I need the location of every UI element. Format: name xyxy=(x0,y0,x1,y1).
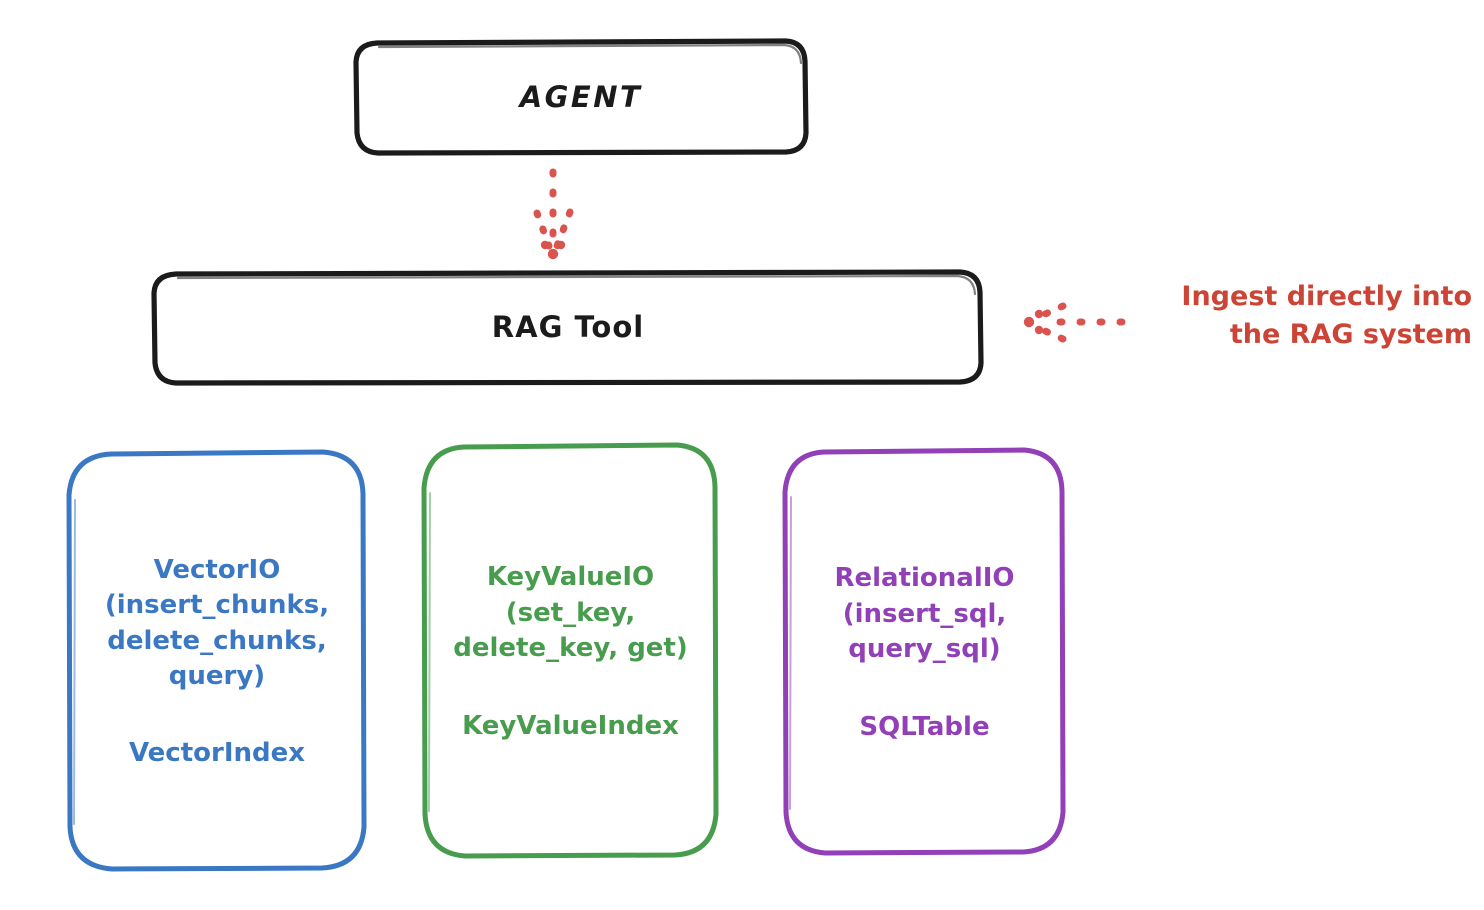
agent-box-shape xyxy=(353,38,809,156)
rag-tool-label: RAG Tool xyxy=(491,310,645,345)
key-value-io-box[interactable]: KeyValueIO (set_key, delete_key, get) Ke… xyxy=(425,445,716,856)
vector-index-label: VectorIndex xyxy=(128,738,306,769)
rag-tool-box-shape xyxy=(151,269,984,386)
rag-tool-box[interactable]: RAG Tool xyxy=(155,272,981,383)
vector-io-label: VectorIO (insert_chunks, delete_chunks, … xyxy=(104,554,330,691)
connector-agent-to-rag-tool xyxy=(533,168,574,260)
relational-io-label: RelationalIO (insert_sql, query_sql) xyxy=(834,563,1015,665)
agent-box[interactable]: AGENT xyxy=(357,41,805,153)
ingest-annotation-text: Ingest directly into the RAG system xyxy=(1181,281,1472,351)
key-value-io-box-shape xyxy=(421,442,719,859)
sql-table-label: SQLTable xyxy=(859,711,990,742)
vector-io-box[interactable]: VectorIO (insert_chunks, delete_chunks, … xyxy=(70,452,364,869)
connector-ingest-to-rag-tool xyxy=(1023,302,1126,343)
relational-io-box[interactable]: RelationalIO (insert_sql, query_sql) SQL… xyxy=(786,450,1063,853)
agent-label: AGENT xyxy=(519,79,643,114)
key-value-io-label: KeyValueIO (set_key, delete_key, get) xyxy=(453,562,688,664)
vector-io-box-shape xyxy=(66,449,367,872)
relational-io-box-shape xyxy=(782,447,1066,856)
key-value-index-label: KeyValueIndex xyxy=(462,710,679,741)
